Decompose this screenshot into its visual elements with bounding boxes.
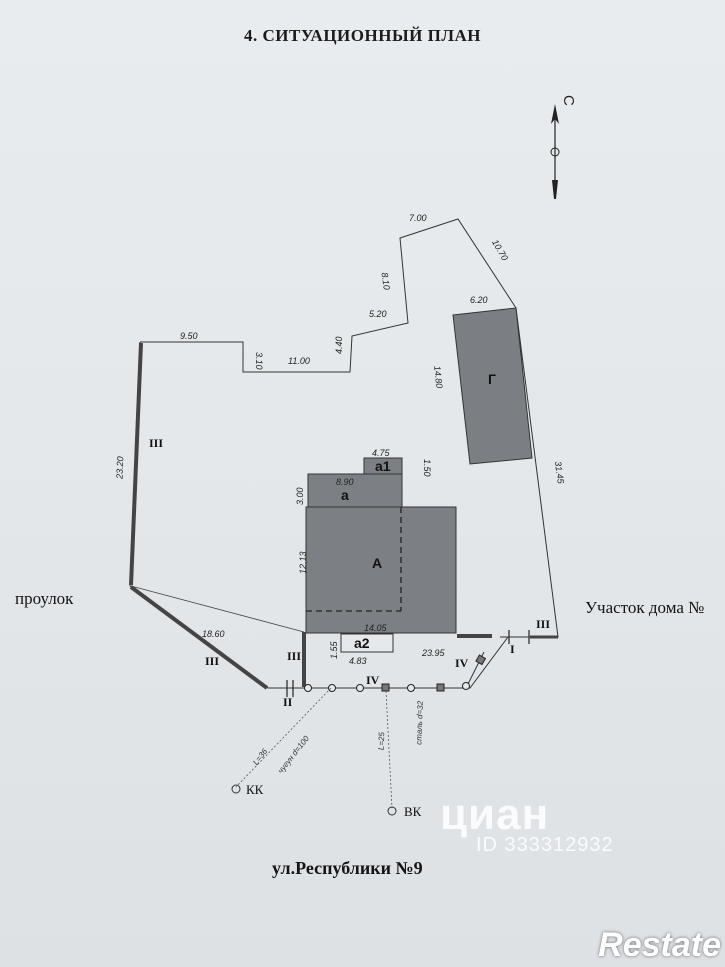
label-house-a: А (372, 555, 382, 571)
kk-pipe-material: чугун d=100 (276, 734, 311, 776)
kk-pipe-length: L=36 (251, 747, 270, 767)
porch-a2 (340, 633, 394, 653)
dim-8-10: 8.10 (380, 272, 392, 291)
dim-31-45: 31.45 (553, 461, 566, 486)
label-garage: Г (488, 371, 496, 387)
label-annex-a: а (341, 487, 349, 503)
lane-label: проулок (15, 589, 74, 608)
fence-type-southwest: III (205, 654, 219, 668)
pipe-vk (385, 690, 393, 809)
label-porch-a2: а2 (354, 635, 370, 651)
cian-watermark: циан ID 333312932 (440, 790, 614, 857)
street-address: ул.Республики №9 (272, 858, 423, 878)
garage-g (452, 307, 533, 465)
dim-18-60: 18.60 (202, 629, 225, 639)
dim-8-90: 8.90 (336, 477, 354, 487)
dim-12-13: 12.13 (298, 551, 308, 574)
fence-west (129, 342, 143, 586)
dim-7-00: 7.00 (409, 213, 427, 223)
dim-3-10: 3.10 (254, 352, 264, 370)
kk-label: КК (246, 782, 264, 797)
fence-type-southeast: IV (455, 656, 469, 670)
vk-well (387, 806, 397, 816)
dim-3-00: 3.00 (295, 487, 305, 505)
dim-23-20: 23.20 (114, 456, 125, 480)
label-annex-a1: а1 (375, 458, 391, 474)
dim-5-20: 5.20 (369, 309, 387, 319)
north-arrow-icon (550, 104, 560, 199)
fence-type-west: III (149, 436, 163, 450)
dim-14-80: 14.80 (432, 365, 444, 388)
fence-type-south-main: IV (366, 673, 380, 687)
dim-4-75: 4.75 (372, 448, 391, 458)
north-label: С (560, 95, 577, 106)
dim-11-00: 11.00 (288, 356, 310, 366)
fence-type-gate-left: II (283, 695, 293, 709)
restate-logo: Restate (598, 926, 721, 964)
dim-1-50: 1.50 (422, 459, 432, 477)
neighbor-plot-label: Участок дома № (585, 598, 705, 617)
kk-well (231, 784, 241, 794)
annex-a1 (363, 457, 403, 475)
pipe-kk (235, 687, 332, 788)
cian-logo: циан (440, 790, 550, 839)
house-a (305, 506, 457, 634)
vk-pipe-material: сталь d=32 (414, 700, 425, 745)
annex-a (307, 473, 403, 508)
cian-listing-id: ID 333312932 (476, 834, 614, 856)
fence-type-gate-right: I (510, 642, 515, 656)
dim-14-05: 14.05 (364, 623, 388, 633)
fence-southwest (129, 585, 269, 690)
vk-pipe-length: L=25 (377, 731, 387, 750)
fence-type-east-end: III (536, 617, 550, 631)
dim-4-83: 4.83 (349, 656, 367, 666)
dim-6-20: 6.20 (470, 295, 488, 305)
dim-1-55: 1.55 (329, 640, 339, 659)
vk-label: ВК (404, 804, 422, 819)
dim-9-50: 9.50 (180, 331, 198, 341)
dim-10-70: 10.70 (490, 238, 510, 263)
dim-4-40: 4.40 (334, 336, 344, 354)
fence-type-south-left: III (287, 649, 301, 663)
plan-title: 4. СИТУАЦИОННЫЙ ПЛАН (243, 26, 482, 45)
dim-23-95: 23.95 (421, 648, 446, 658)
